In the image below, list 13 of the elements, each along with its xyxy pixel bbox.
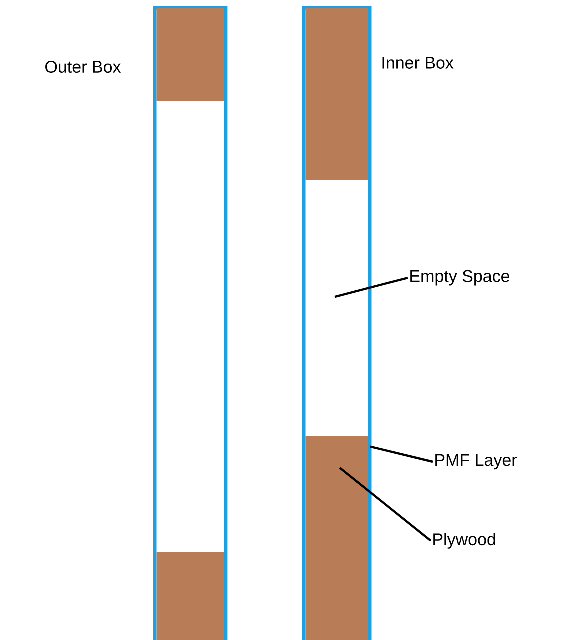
node-label: Inner Box	[382, 57, 454, 69]
plywood-block	[156, 552, 224, 640]
label-text: Plywood	[434, 533, 496, 549]
label-text: PMF Layer	[436, 454, 518, 470]
label-text: Empty Space	[410, 270, 510, 286]
leader-line	[334, 276, 408, 298]
plywood-block	[306, 8, 368, 180]
node-label: Outer Box	[46, 60, 122, 74]
leader-line	[339, 467, 432, 542]
leader-line	[370, 446, 434, 464]
wall-panel: Outer Box	[46, 6, 228, 640]
plywood-block	[306, 436, 368, 640]
plywood-block	[156, 8, 224, 101]
